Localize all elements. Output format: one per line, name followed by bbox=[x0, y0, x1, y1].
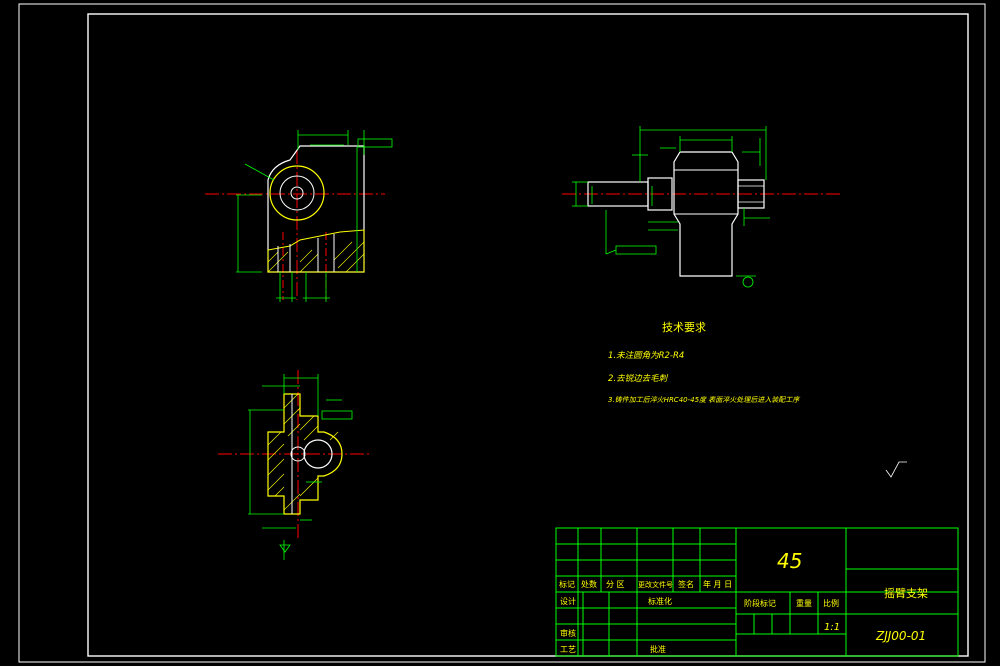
label-design: 设计 bbox=[560, 596, 576, 606]
roughness-symbol bbox=[885, 461, 907, 478]
shaft-main-body bbox=[673, 151, 739, 277]
section-view-dimensions bbox=[248, 374, 353, 560]
front-view-boss-outer bbox=[269, 165, 325, 221]
drawing-border bbox=[87, 13, 969, 657]
outer-frame bbox=[18, 3, 986, 663]
front-view-section bbox=[267, 229, 365, 273]
tech-req-item-2: 2.去锐边去毛刺 bbox=[608, 373, 669, 384]
section-view-hatching bbox=[267, 393, 339, 511]
section-view-outline bbox=[267, 393, 343, 515]
part-name: 摇臂支架 bbox=[884, 586, 928, 600]
header-label-zone: 分 区 bbox=[606, 580, 625, 589]
section-view bbox=[218, 370, 370, 560]
tech-req-item-3: 3.铸件加工后淬火HRC40-45度 表面淬火处理后进入装配工序 bbox=[608, 396, 800, 404]
header-label-count: 处数 bbox=[581, 579, 597, 589]
title-block-text: 标记 处数 分 区 更改文件号 签名 年 月 日 设计 标准化 审核 工艺 批准… bbox=[559, 579, 839, 654]
section-view-bore bbox=[303, 439, 333, 469]
technical-requirements: 技术要求 1.未注圆角为R2-R4 2.去锐边去毛刺 3.铸件加工后淬火HRC4… bbox=[608, 321, 800, 404]
header-label-date: 年 月 日 bbox=[703, 579, 732, 589]
shaft-right-stub bbox=[737, 179, 765, 209]
section-view-pin bbox=[290, 446, 306, 462]
front-view bbox=[205, 130, 393, 302]
label-stage-mark: 阶段标记 bbox=[744, 598, 776, 608]
front-view-boss-inner bbox=[279, 175, 315, 211]
label-ratio: 比例 bbox=[823, 598, 839, 608]
header-label-change-doc: 更改文件号 bbox=[638, 580, 673, 589]
shaft-view bbox=[562, 126, 840, 288]
drawing-number: ZJJ00-01 bbox=[875, 629, 926, 643]
scale-value: 1:1 bbox=[824, 622, 840, 633]
front-view-boss-hole bbox=[290, 186, 304, 200]
front-view-dimensions bbox=[236, 130, 393, 302]
label-standardization: 标准化 bbox=[648, 596, 672, 606]
header-label-signature: 签名 bbox=[678, 579, 694, 589]
tech-req-item-1: 1.未注圆角为R2-R4 bbox=[608, 350, 684, 361]
label-weight: 重量 bbox=[796, 598, 812, 608]
label-approval: 批准 bbox=[650, 644, 666, 654]
material: 45 bbox=[777, 549, 802, 573]
title-block bbox=[555, 527, 959, 657]
tech-req-title: 技术要求 bbox=[662, 321, 706, 334]
shaft-shoulder bbox=[647, 177, 673, 211]
label-review: 审核 bbox=[560, 628, 576, 638]
label-process: 工艺 bbox=[560, 645, 576, 654]
shaft-view-dimensions bbox=[572, 126, 770, 288]
front-view-body-outline bbox=[267, 145, 365, 273]
header-label-mark: 标记 bbox=[559, 579, 575, 589]
